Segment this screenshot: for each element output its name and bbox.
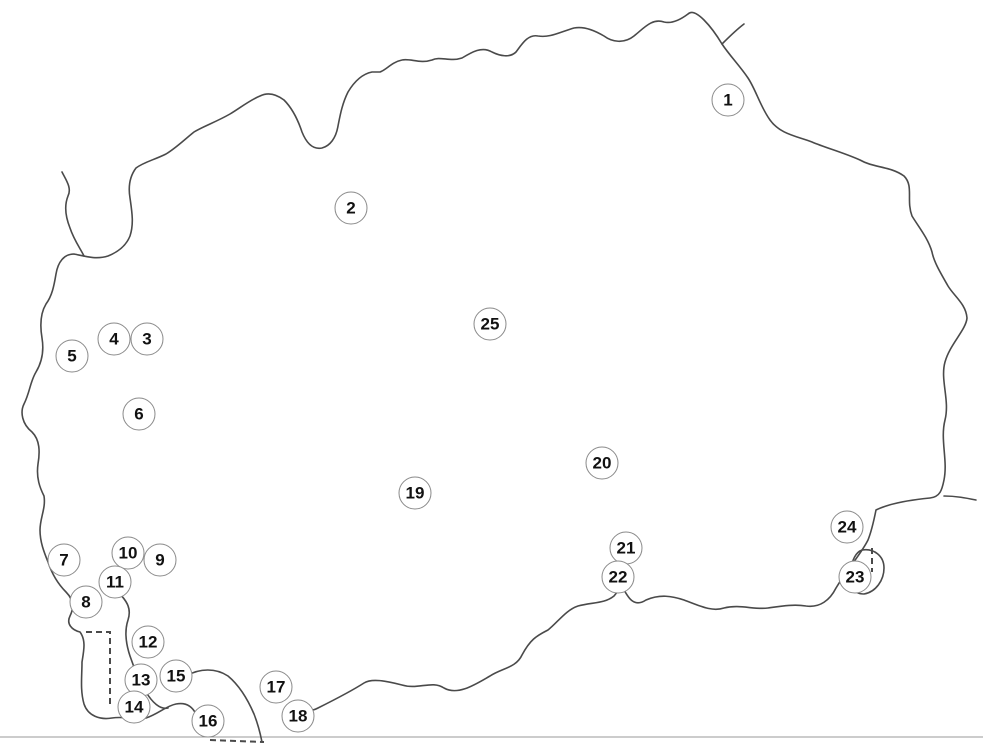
marker-label: 11: [106, 573, 124, 592]
lake-shore-line: [117, 591, 169, 710]
marker-label: 5: [67, 347, 76, 366]
dashed-boundary-west: [86, 631, 111, 704]
northwest-border-arm: [61, 171, 85, 257]
marker-3[interactable]: 3: [130, 322, 164, 356]
marker-18[interactable]: 18: [281, 699, 315, 733]
marker-17[interactable]: 17: [259, 670, 293, 704]
marker-label: 14: [125, 698, 144, 717]
marker-label: 2: [346, 199, 355, 218]
marker-label: 8: [81, 593, 90, 612]
marker-10[interactable]: 10: [111, 536, 145, 570]
marker-23[interactable]: 23: [838, 560, 872, 594]
marker-9[interactable]: 9: [143, 543, 177, 577]
marker-11[interactable]: 11: [98, 565, 132, 599]
marker-1[interactable]: 1: [711, 83, 745, 117]
marker-label: 3: [142, 330, 151, 349]
marker-14[interactable]: 14: [117, 690, 151, 724]
marker-label: 24: [838, 518, 857, 537]
marker-label: 9: [155, 551, 164, 570]
marker-5[interactable]: 5: [55, 339, 89, 373]
east-border-spur: [943, 495, 977, 501]
northeast-border-tail: [721, 23, 745, 45]
marker-7[interactable]: 7: [47, 543, 81, 577]
marker-label: 23: [846, 568, 865, 587]
marker-label: 22: [609, 568, 628, 587]
country-border: [21, 11, 968, 737]
marker-label: 18: [289, 707, 308, 726]
marker-8[interactable]: 8: [69, 585, 103, 619]
marker-20[interactable]: 20: [585, 446, 619, 480]
marker-24[interactable]: 24: [830, 510, 864, 544]
marker-25[interactable]: 25: [473, 307, 507, 341]
marker-2[interactable]: 2: [334, 191, 368, 225]
dashed-boundary-south: [209, 739, 265, 743]
marker-15[interactable]: 15: [159, 659, 193, 693]
south-border-segment: [185, 669, 263, 743]
marker-16[interactable]: 16: [191, 704, 225, 738]
marker-4[interactable]: 4: [97, 322, 131, 356]
marker-label: 19: [406, 484, 425, 503]
marker-12[interactable]: 12: [131, 625, 165, 659]
marker-label: 12: [139, 633, 158, 652]
marker-label: 6: [134, 405, 143, 424]
marker-label: 7: [59, 551, 68, 570]
marker-label: 10: [119, 544, 138, 563]
marker-21[interactable]: 21: [609, 531, 643, 565]
marker-label: 17: [267, 678, 286, 697]
marker-label: 13: [132, 671, 151, 690]
marker-22[interactable]: 22: [601, 560, 635, 594]
marker-label: 1: [723, 91, 732, 110]
marker-label: 20: [593, 454, 612, 473]
marker-13[interactable]: 13: [124, 663, 158, 697]
marker-label: 21: [617, 539, 636, 558]
marker-label: 15: [167, 667, 186, 686]
marker-6[interactable]: 6: [122, 397, 156, 431]
marker-label: 4: [109, 330, 119, 349]
marker-19[interactable]: 19: [398, 476, 432, 510]
marker-label: 25: [481, 315, 500, 334]
marker-label: 16: [199, 712, 218, 731]
